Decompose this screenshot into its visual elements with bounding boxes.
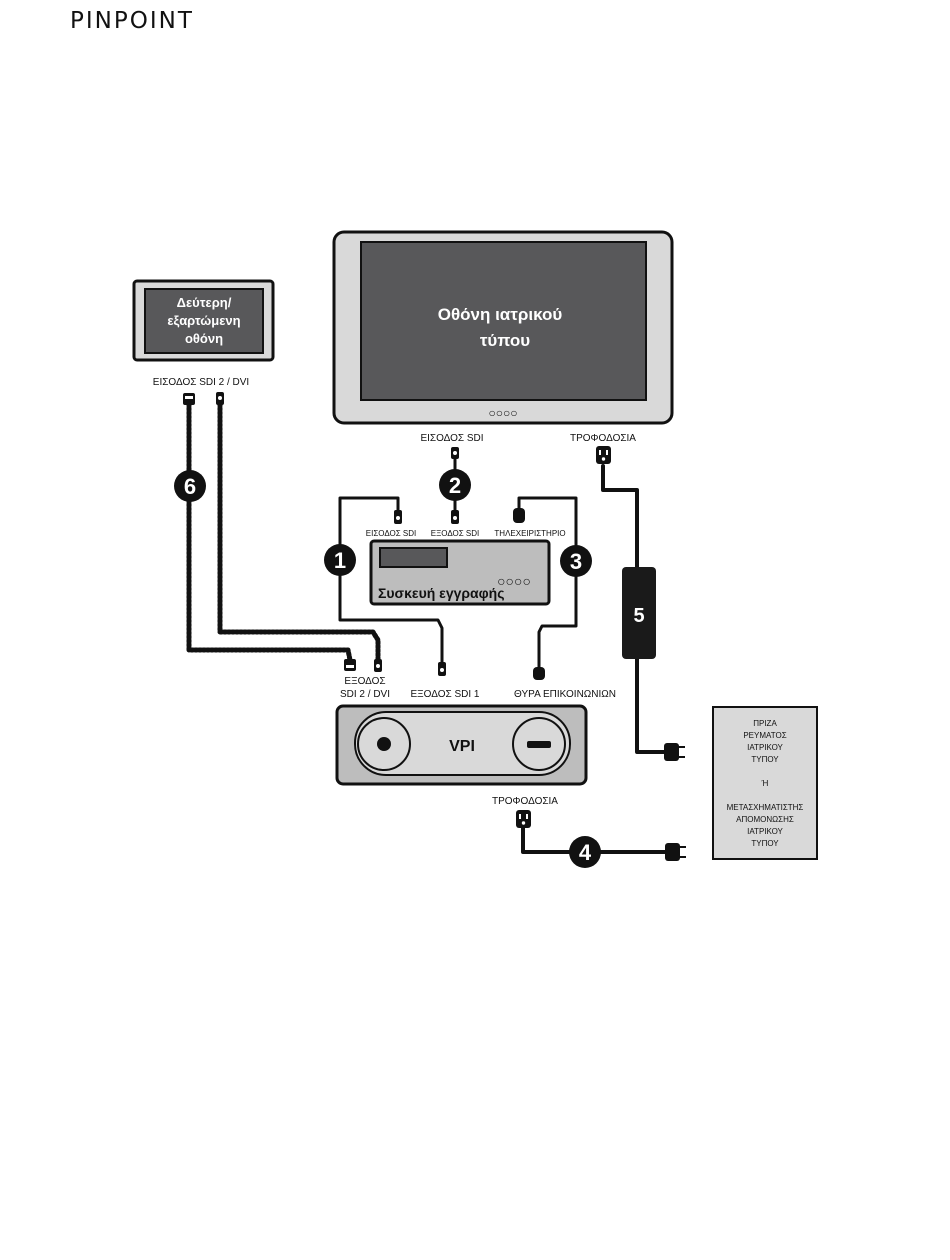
connection-4-badge: 4 (569, 836, 601, 868)
cable-4 (521, 824, 667, 854)
connection-3-badge: 3 (560, 545, 592, 577)
recorder-remote-connector (513, 508, 525, 523)
monitor-power-label: ΤΡΟΦΟΔΟΣΙΑ (570, 433, 636, 444)
vpi-power-label: ΤΡΟΦΟΔΟΣΙΑ (492, 796, 558, 807)
secondary-monitor: Δεύτερη/ εξαρτώμενη οθόνη (132, 279, 275, 362)
recorder-sdi-out-connector (451, 510, 459, 524)
vpi-device: VPI (335, 704, 588, 786)
monitor-title-line1: Οθόνη ιατρικού (438, 305, 563, 324)
medical-monitor: Οθόνη ιατρικού τύπου ○○○○ (332, 230, 674, 425)
recorder-sdi-out-label: ΕΞΟΔΟΣ SDI (431, 529, 480, 538)
cable-5 (601, 464, 666, 754)
connection-1-badge: 1 (324, 544, 356, 576)
monitor-buttons: ○○○○ (489, 406, 518, 420)
vpi-sdi1-label: ΕΞΟΔΟΣ SDI 1 (411, 689, 480, 700)
outlet-line3: ΙΑΤΡΙΚΟΥ (747, 743, 783, 752)
secondary-monitor-line3: οθόνη (185, 331, 223, 346)
connection-4-label: 4 (579, 840, 592, 865)
recorder-device: ○○○○ Συσκευή εγγραφής (369, 539, 551, 606)
vpi-out-label-line1: ΕΞΟΔΟΣ (344, 676, 385, 687)
monitor-title-line2: τύπου (480, 331, 530, 350)
outlet-line2: ΡΕΥΜΑΤΟΣ (743, 731, 786, 740)
vpi-out-label-line2: SDI 2 / DVI (340, 689, 390, 700)
recorder-title: Συσκευή εγγραφής (378, 585, 505, 601)
outlet-line9: ΤΥΠΟΥ (751, 839, 779, 848)
secondary-dvi-connector (183, 393, 195, 405)
connection-2-label: 2 (449, 473, 461, 498)
brand-logo: PINPOINT (70, 8, 194, 34)
vpi-sdi1-connector (438, 662, 446, 676)
cable-6a (186, 401, 353, 663)
connection-6-label: 6 (184, 474, 196, 499)
monitor-power-plug-icon (596, 446, 611, 464)
outlet-line4: ΤΥΠΟΥ (751, 755, 779, 764)
outlet-line6: ΜΕΤΑΣΧΗΜΑΤΙΣΤΗΣ (727, 803, 804, 812)
plug-4-icon (665, 843, 686, 861)
connection-3-label: 3 (570, 549, 582, 574)
monitor-sdi-connector (451, 447, 459, 459)
connection-2-badge: 2 (439, 469, 471, 501)
cable-3 (517, 496, 578, 670)
vpi-comm-connector (533, 667, 545, 680)
outlet-line7: ΑΠΟΜΟΝΩΣΗΣ (736, 815, 794, 824)
secondary-monitor-line2: εξαρτώμενη (167, 313, 240, 328)
recorder-remote-label: ΤΗΛΕΧΕΙΡΙΣΤΗΡΙΟ (494, 529, 565, 538)
secondary-sdi-connector (216, 392, 224, 405)
plug-5-icon (664, 743, 685, 761)
monitor-sdi-in-label: ΕΙΣΟΔΟΣ SDI (420, 433, 483, 444)
vpi-sdi2-connector (374, 659, 382, 672)
secondary-monitor-line1: Δεύτερη/ (177, 295, 232, 310)
outlet-line1: ΠΡΙΖΑ (753, 719, 777, 728)
connection-5-label: 5 (633, 605, 644, 627)
vpi-power-plug-icon (516, 810, 531, 828)
outlet-line5: Ή (761, 779, 769, 788)
connection-6-badge: 6 (174, 470, 206, 502)
power-adapter: 5 (622, 567, 656, 659)
recorder-sdi-in-label: ΕΙΣΟΔΟΣ SDI (366, 529, 416, 538)
outlet-line8: ΙΑΤΡΙΚΟΥ (747, 827, 783, 836)
medical-outlet: ΠΡΙΖΑ ΡΕΥΜΑΤΟΣ ΙΑΤΡΙΚΟΥ ΤΥΠΟΥ Ή ΜΕΤΑΣΧΗΜ… (712, 706, 818, 860)
cable-1 (338, 496, 444, 664)
recorder-buttons: ○○○○ (497, 573, 531, 589)
vpi-comm-label: ΘΥΡΑ ΕΠΙΚΟΙΝΩΝΙΩΝ (514, 689, 616, 700)
connection-1-label: 1 (334, 548, 346, 573)
recorder-sdi-in-connector (394, 510, 402, 524)
secondary-monitor-input-label: ΕΙΣΟΔΟΣ SDI 2 / DVI (153, 377, 249, 388)
vpi-title: VPI (449, 738, 475, 755)
vpi-dvi-connector (344, 659, 356, 671)
cable-6b (217, 401, 381, 663)
